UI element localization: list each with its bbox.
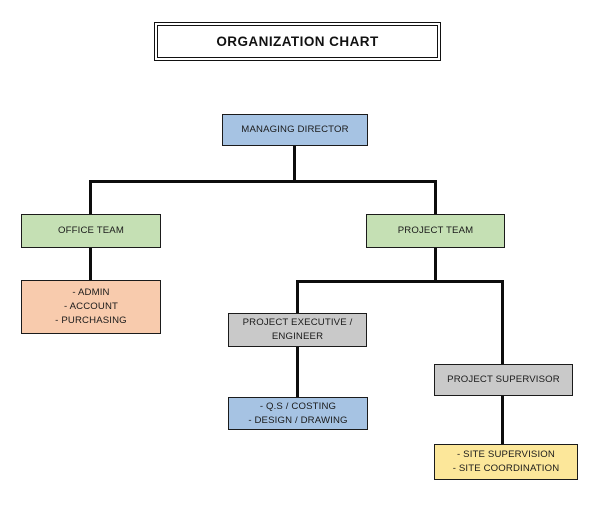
node-label: OFFICE TEAM xyxy=(58,225,124,236)
node-label: MANAGING DIRECTOR xyxy=(241,124,349,135)
node-label-line-1: - SITE SUPERVISION xyxy=(457,449,555,460)
connector-level2-bus xyxy=(296,280,503,283)
connector-supervisor-branch xyxy=(501,280,504,445)
page-title: ORGANIZATION CHART xyxy=(216,34,379,49)
connector-level1-bus xyxy=(89,180,437,183)
node-label-line-2: - ACCOUNT xyxy=(63,301,119,312)
node-label: PROJECT TEAM xyxy=(397,225,474,236)
node-label-line-2: - SITE COORDINATION xyxy=(452,463,560,474)
connector-project-team-stem xyxy=(434,247,437,282)
node-label-line-1: - ADMIN xyxy=(72,287,110,298)
node-qs-costing-design[interactable]: - Q.S / COSTING - DESIGN / DRAWING xyxy=(228,397,368,430)
node-project-executive-engineer[interactable]: PROJECT EXECUTIVE / ENGINEER xyxy=(228,313,367,347)
node-label-line-3: - PURCHASING xyxy=(55,315,127,326)
node-managing-director[interactable]: MANAGING DIRECTOR xyxy=(222,114,368,146)
node-label-line-2: ENGINEER xyxy=(271,331,324,342)
node-label-line-1: PROJECT EXECUTIVE / xyxy=(242,317,353,328)
node-site-supervision-coordination[interactable]: - SITE SUPERVISION - SITE COORDINATION xyxy=(434,444,578,480)
node-label-line-2: - DESIGN / DRAWING xyxy=(248,414,348,426)
node-office-team[interactable]: OFFICE TEAM xyxy=(21,214,161,248)
node-label: PROJECT SUPERVISOR xyxy=(447,374,560,385)
chart-title-box: ORGANIZATION CHART xyxy=(157,25,438,58)
node-project-supervisor[interactable]: PROJECT SUPERVISOR xyxy=(434,364,573,396)
node-office-functions[interactable]: - ADMIN - ACCOUNT - PURCHASING xyxy=(21,280,161,334)
node-project-team[interactable]: PROJECT TEAM xyxy=(366,214,505,248)
connector-project-branch xyxy=(434,180,437,215)
connector-md-stem xyxy=(293,146,296,181)
node-label-line-1: - Q.S / COSTING xyxy=(259,400,337,412)
